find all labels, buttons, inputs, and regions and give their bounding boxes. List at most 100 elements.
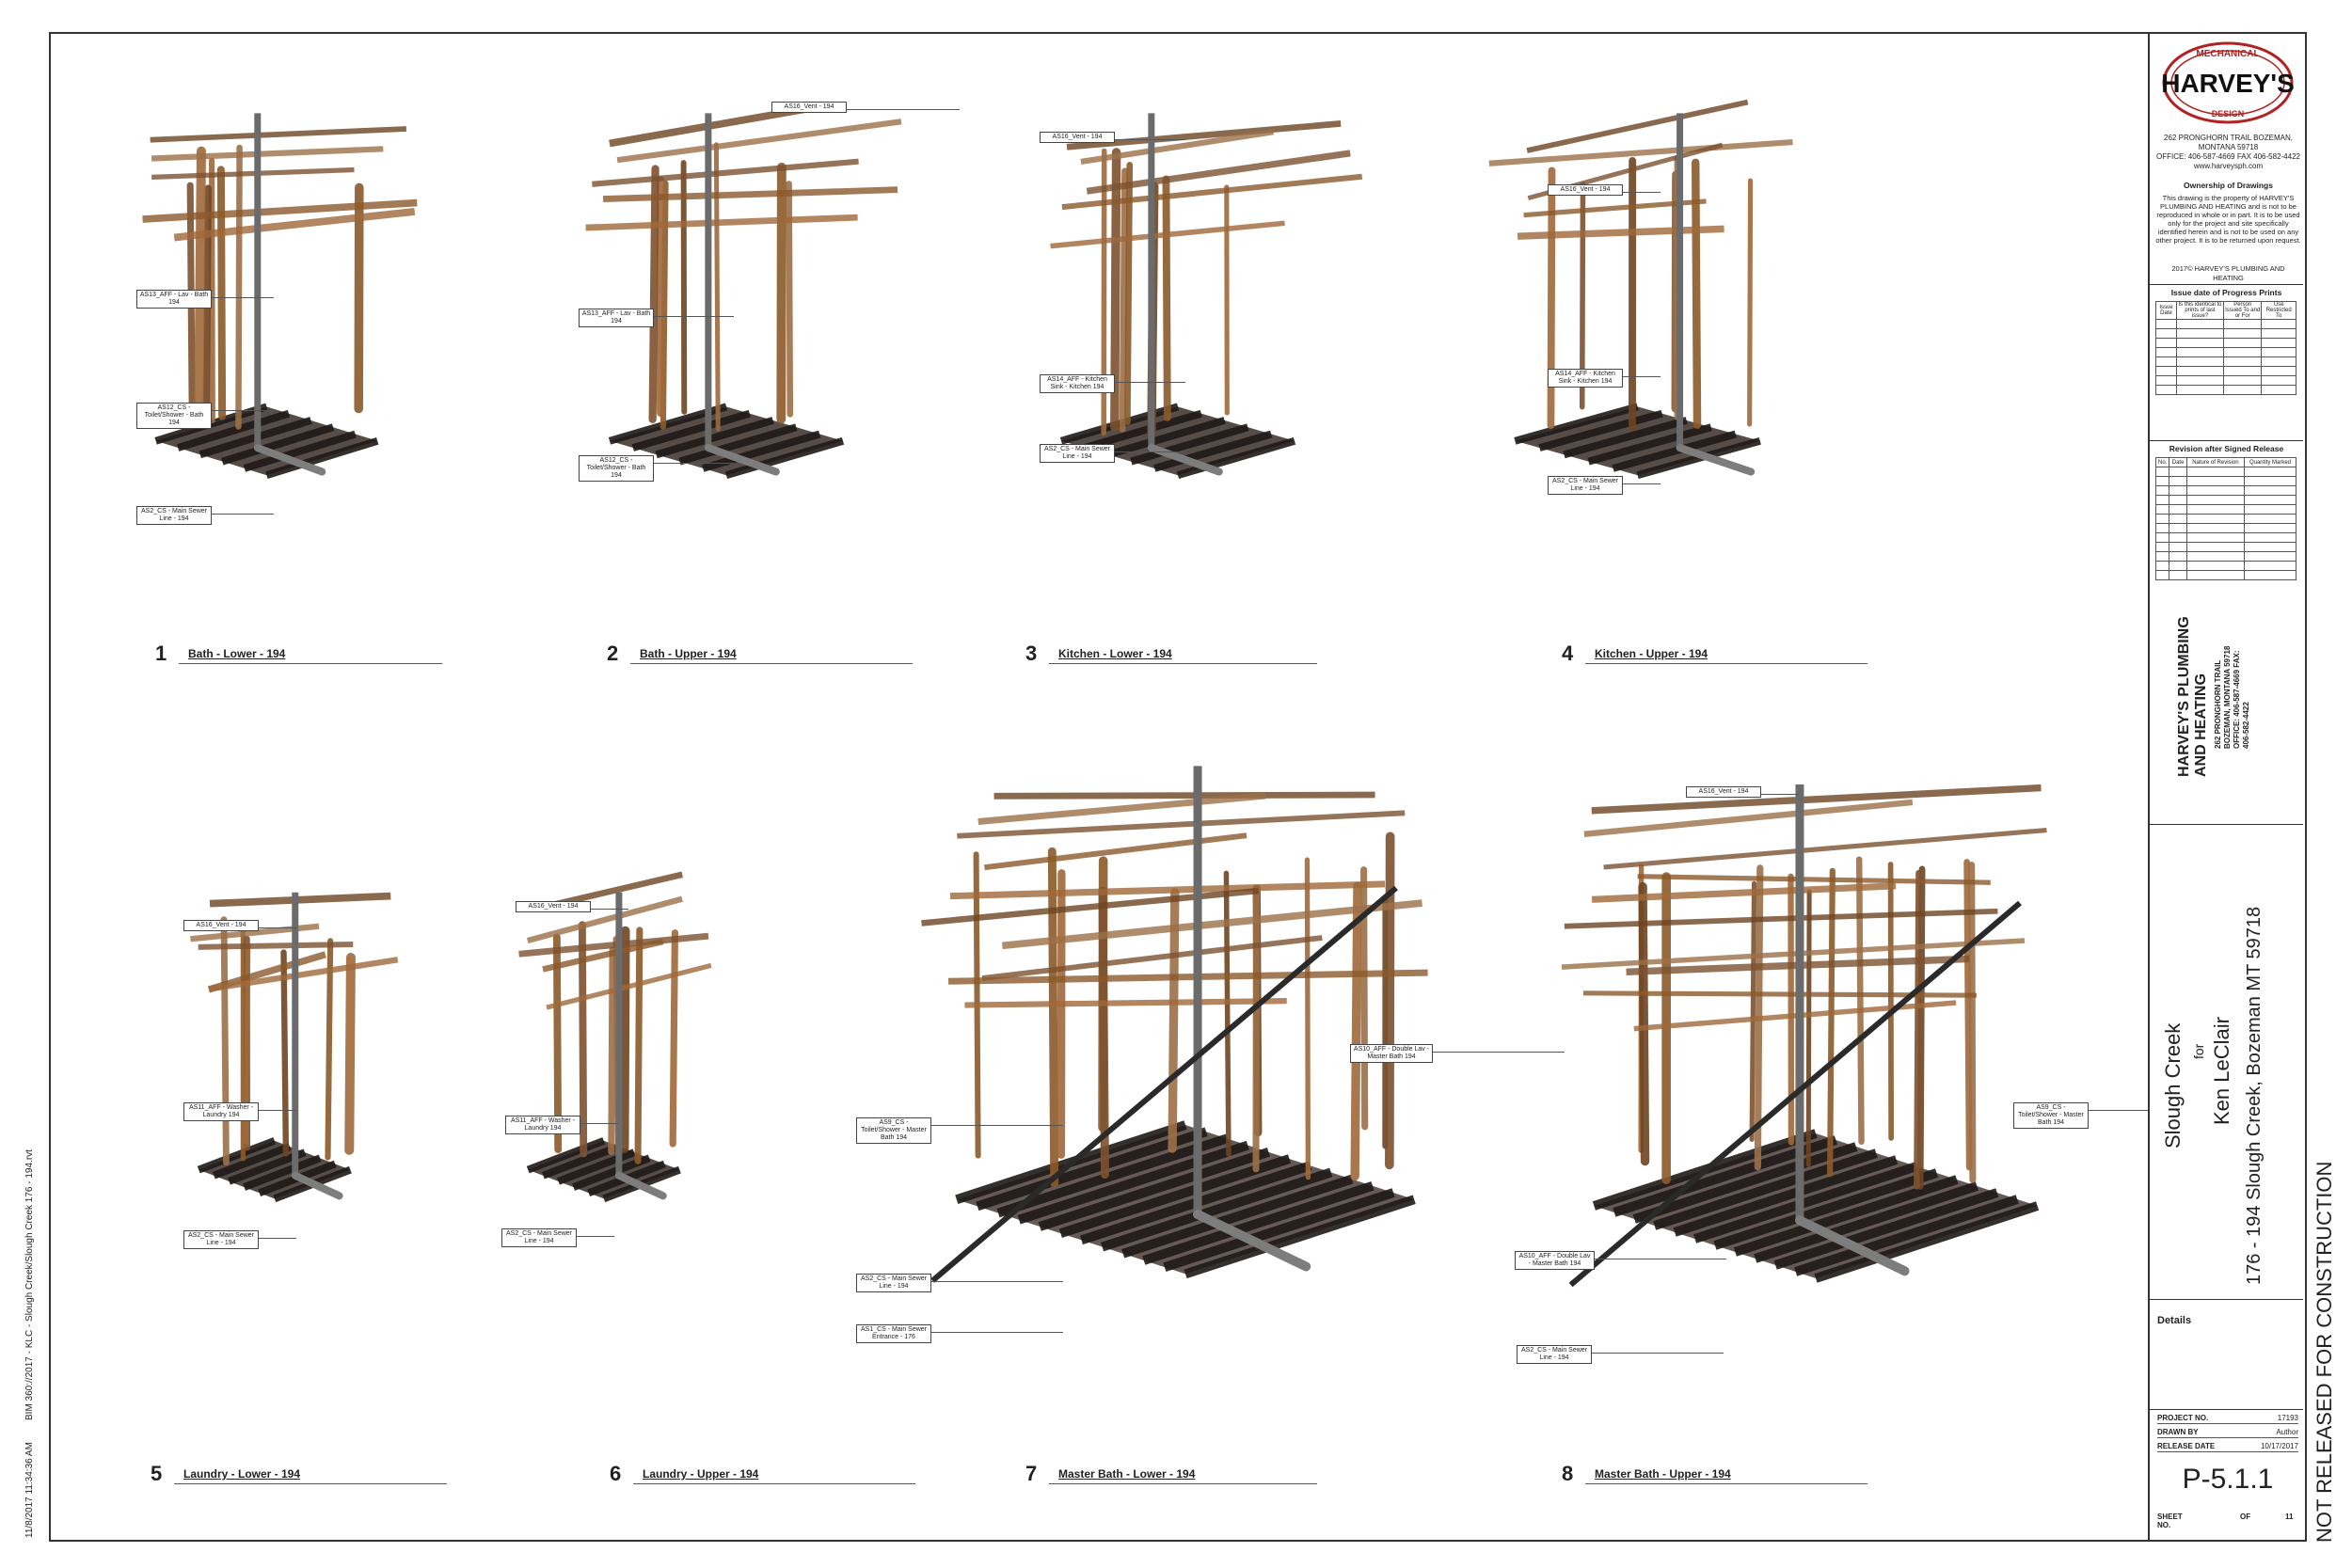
tag-leader-line — [580, 1123, 618, 1124]
wall-stud — [1168, 887, 1180, 1153]
sheet-title: Details — [2157, 1315, 2192, 1326]
rafter — [1488, 138, 1793, 166]
view-title: Master Bath - Upper - 194 — [1595, 1467, 1731, 1481]
wall-stud — [280, 949, 290, 1157]
framing-model — [190, 892, 399, 1203]
wall-stud — [216, 166, 227, 420]
wall-stud — [1350, 881, 1362, 1181]
floor-joist — [1106, 417, 1226, 459]
tag-leader-line — [259, 1238, 296, 1239]
rafter — [526, 895, 683, 944]
wall-stud — [1162, 175, 1171, 421]
tag-leader-line — [212, 410, 274, 411]
floor-joist — [724, 436, 845, 480]
project-name: Slough Creek — [2161, 1022, 2185, 1148]
project-number: 17193 — [2277, 1414, 2298, 1422]
sewer-pipe — [253, 444, 326, 476]
pipe-tag: AS2_CS - Main Sewer Line - 194 — [1548, 476, 1623, 495]
rev-col-quantity: Quantity Marked — [2243, 457, 2297, 467]
tag-leader-line — [654, 316, 734, 317]
tag-leader-line — [591, 909, 628, 910]
floor-joist — [1713, 1168, 1939, 1250]
release-date-row: RELEASE DATE 10/17/2017 — [2157, 1442, 2298, 1452]
floor-joist — [1538, 409, 1663, 451]
firm-address-vertical: 262 PRONGHORN TRAIL BOZEMAN, MONTANA 597… — [2214, 646, 2251, 749]
drawn-by: Author — [2276, 1428, 2298, 1436]
wall-stud — [354, 182, 364, 414]
rafter — [1583, 799, 1914, 837]
floor-joist — [1130, 423, 1249, 466]
pipe-tag: AS16_Vent - 194 — [516, 901, 591, 912]
rafter — [1637, 874, 1991, 885]
wall-stud — [1747, 178, 1754, 427]
pipe-tag: AS11_AFF - Washer - Laundry 194 — [505, 1116, 580, 1134]
wall-stud — [1385, 832, 1395, 1170]
vertical-address-line: 262 PRONGHORN TRAIL — [2214, 659, 2222, 749]
pipe-tag: AS9_CS - Toilet/Shower - Master Bath 194 — [2013, 1102, 2089, 1129]
drawn-by-row: DRAWN BY Author — [2157, 1428, 2298, 1438]
rafter — [1526, 99, 1749, 153]
firm-address: 262 PRONGHORN TRAIL BOZEMAN, MONTANA 597… — [2155, 134, 2301, 171]
wall-stud — [344, 953, 356, 1155]
sewer-pipe — [291, 1171, 343, 1200]
rafter — [142, 198, 418, 223]
rafter — [984, 832, 1248, 871]
sheet-number: P-5.1.1 — [2182, 1464, 2274, 1495]
view-number: 3 — [1025, 641, 1038, 665]
phone-line: OFFICE: 406-587-4669 FAX 406-582-4422 — [2156, 152, 2300, 161]
rafter — [977, 792, 1266, 825]
rafter — [1066, 120, 1342, 150]
floor-joist — [1563, 417, 1688, 459]
floor-joist — [212, 1143, 292, 1180]
ownership-text: This drawing is the property of HARVEY'S… — [2155, 194, 2301, 245]
floor-joist — [655, 417, 774, 459]
svg-text:MECHANICAL: MECHANICAL — [2196, 49, 2259, 59]
sheet-total: 11 — [2285, 1513, 2294, 1521]
divider — [2150, 1299, 2303, 1300]
floor-joist — [221, 423, 335, 466]
revision-table: No. Date Nature of Revision Quantity Mar… — [2154, 457, 2297, 580]
view-title: Bath - Upper - 194 — [640, 647, 737, 660]
copyright: 2017© HARVEY'S PLUMBING AND HEATING — [2171, 264, 2285, 282]
rev-col-date: Date — [2169, 457, 2187, 467]
wall-stud — [1914, 870, 1922, 1190]
vertical-address-line: BOZEMAN, MONTANA 59718 — [2223, 645, 2232, 749]
release-date-label: RELEASE DATE — [2157, 1442, 2216, 1450]
project-address: 176 - 194 Slough Creek, Bozeman MT 59718 — [2244, 906, 2265, 1285]
view-number: 6 — [610, 1462, 622, 1485]
view-4-framing — [1468, 99, 1863, 593]
project-number-row: PROJECT NO. 17193 — [2157, 1414, 2298, 1424]
tag-leader-line — [259, 927, 296, 928]
wall-stud — [220, 916, 230, 1166]
rafter — [993, 791, 1375, 800]
view-5-framing — [169, 884, 414, 1298]
tag-leader-line — [654, 463, 734, 464]
pipe-run — [1568, 900, 2022, 1288]
floor-joist — [265, 436, 379, 480]
issue-table-heading: Issue date of Progress Prints — [2150, 284, 2303, 297]
floor-joist — [1754, 1181, 1979, 1263]
wall-stud — [1805, 889, 1812, 1167]
address-line: 262 PRONGHORN TRAIL BOZEMAN, — [2164, 134, 2293, 142]
pipe-tag: AS2_CS - Main Sewer Line - 194 — [856, 1274, 931, 1292]
pipe-tag: AS11_AFF - Washer - Laundry 194 — [183, 1102, 259, 1121]
address-line: MONTANA 59718 — [2198, 143, 2259, 151]
floor-joist — [702, 430, 821, 472]
drawn-by-label: DRAWN BY — [2157, 1428, 2199, 1436]
website-link[interactable]: www.harveysph.com — [2193, 162, 2264, 170]
pipe-tag: AS2_CS - Main Sewer Line - 194 — [1517, 1345, 1592, 1364]
view-title: Master Bath - Lower - 194 — [1058, 1467, 1196, 1481]
rafter — [1086, 150, 1351, 195]
wall-stud — [619, 926, 630, 1154]
vertical-address-line: 406-582-4422 — [2242, 702, 2250, 749]
floor-joist — [1514, 403, 1639, 445]
rafter — [198, 942, 354, 950]
rafter — [921, 887, 1259, 927]
pipe-tag: AS16_Vent - 194 — [1548, 184, 1623, 196]
tag-leader-line — [931, 1281, 1063, 1282]
view-title-underline — [1049, 1483, 1317, 1484]
divider — [2150, 1409, 2303, 1410]
floor-joist — [1653, 1148, 1878, 1230]
floor-joist — [631, 409, 751, 451]
model-file-path: BIM 360://2017 - KLC - Slough Creek/Slou… — [24, 1149, 35, 1420]
